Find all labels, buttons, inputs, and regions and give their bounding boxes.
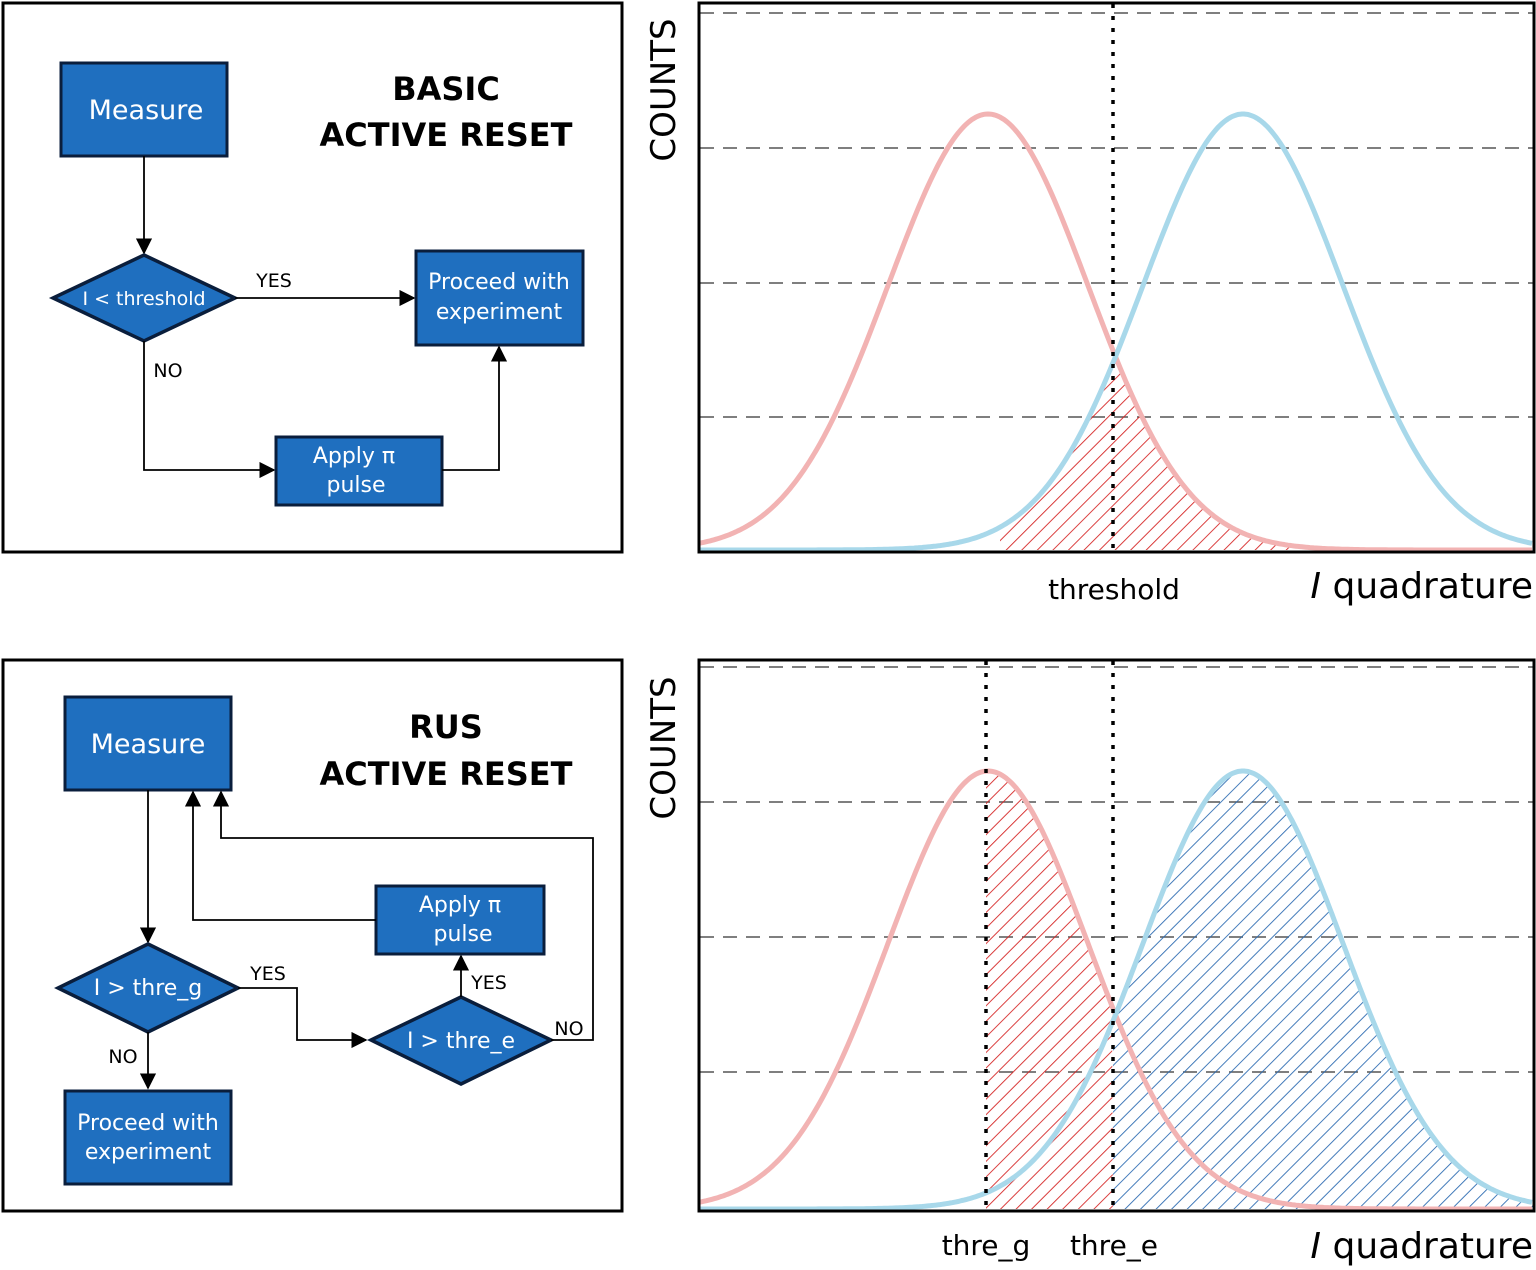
bottom-measure-box: [63, 695, 233, 792]
top-excited-state-curve: [700, 111, 1533, 552]
bottom-decision-e-diamond: [366, 995, 556, 1086]
top-threshold-label: threshold: [1048, 573, 1180, 606]
top-arrow-pulse-proceed: [442, 345, 508, 471]
top-ylabel: COUNTS: [644, 18, 684, 161]
top-yes-label: YES: [255, 270, 292, 292]
bottom-pulse-box: [374, 884, 546, 956]
top-overlap-hatch: [1000, 357, 1300, 550]
bottom-no-g-label: NO: [108, 1046, 137, 1068]
bottom-proceed-label-2: experiment: [85, 1140, 212, 1165]
bottom-arrow-yes-g: [238, 987, 368, 1049]
top-proceed-box: [414, 249, 585, 347]
top-measure-box: [59, 61, 229, 158]
bottom-proceed-label-1: Proceed with: [77, 1111, 219, 1136]
bottom-xlabel: I quadrature: [1310, 1226, 1533, 1267]
bottom-red-hatch: [986, 771, 1113, 1209]
top-plot-frame: [697, 1, 1536, 554]
top-xlabel-text: quadrature: [1332, 566, 1533, 607]
bottom-pulse-label-2: pulse: [433, 922, 492, 947]
bottom-xlabel-italic: I: [1310, 1226, 1321, 1267]
bottom-yes-g-label: YES: [249, 963, 286, 985]
top-plot: COUNTS threshold I quadrature: [644, 1, 1536, 607]
bottom-xlabel-space: [1321, 1226, 1332, 1267]
bottom-thre-g-label: thre_g: [942, 1229, 1031, 1262]
top-xlabel: I quadrature: [1310, 566, 1533, 607]
bottom-pulse-label-1: Apply π: [419, 893, 501, 918]
bottom-title-line2: ACTIVE RESET: [320, 755, 573, 793]
bottom-plot-frame: [697, 658, 1536, 1213]
top-no-label: NO: [153, 360, 182, 382]
bottom-arrow-pulse-measure: [184, 790, 376, 921]
top-pulse-label-2: pulse: [326, 473, 385, 498]
top-proceed-label-1: Proceed with: [428, 270, 570, 295]
bottom-xlabel-text: quadrature: [1332, 1226, 1533, 1267]
bottom-title-line1: RUS: [409, 708, 483, 746]
top-title-line2: ACTIVE RESET: [320, 116, 573, 154]
bottom-flowchart-panel: RUS ACTIVE RESET Measure I > thre_g YES …: [1, 658, 624, 1213]
bottom-blue-hatch: [1113, 771, 1533, 1209]
top-measure-label: Measure: [89, 95, 204, 126]
bottom-excited-state-curve: [700, 768, 1533, 1211]
top-title-line1: BASIC: [392, 70, 500, 108]
bottom-measure-label: Measure: [91, 729, 206, 760]
bottom-thre-e-label: thre_e: [1070, 1229, 1158, 1262]
bottom-arrow-no-e: [212, 790, 594, 1041]
top-flowchart-panel: BASIC ACTIVE RESET Measure I < threshold…: [1, 1, 624, 554]
bottom-proceed-box: [63, 1089, 233, 1186]
bottom-decision-g-label: I > thre_g: [94, 976, 203, 1001]
bottom-yes-e-label: YES: [470, 972, 507, 994]
top-decision-label: I < threshold: [82, 288, 205, 310]
top-pulse-box: [274, 435, 444, 507]
bottom-ylabel: COUNTS: [644, 676, 684, 819]
top-arrow-no: [143, 341, 276, 479]
bottom-plot: COUNTS thre_g thre_e I quadrature: [644, 658, 1536, 1267]
top-xlabel-space: [1321, 566, 1332, 607]
top-proceed-label-2: experiment: [436, 300, 563, 325]
top-pulse-label-1: Apply π: [313, 444, 395, 469]
bottom-no-e-label: NO: [554, 1018, 583, 1040]
top-xlabel-italic: I: [1310, 566, 1321, 607]
bottom-decision-e-label: I > thre_e: [407, 1029, 515, 1054]
